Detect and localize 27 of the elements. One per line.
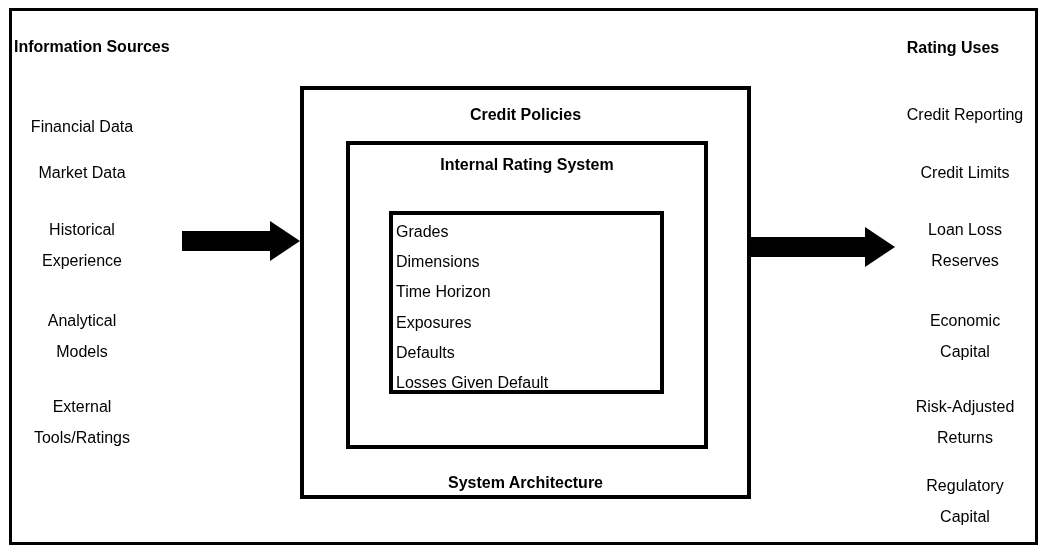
component-box [389, 211, 664, 394]
list-item: Losses Given Default [396, 373, 550, 393]
list-item: Grades [396, 222, 450, 242]
column-heading: Rating Uses [905, 38, 1001, 58]
list-item: Credit Reporting [905, 104, 1025, 125]
list-item: Loan Loss Reserves [927, 219, 1003, 271]
box-title: Credit Policies [469, 105, 582, 125]
list-item: Regulatory Capital [925, 475, 1005, 527]
list-item: Analytical Models [46, 310, 118, 362]
list-item: Exposures [396, 312, 473, 333]
list-item: Financial Data [29, 116, 135, 137]
list-item: Time Horizon [396, 282, 492, 303]
list-item: Defaults [396, 342, 456, 363]
box-title: System Architecture [448, 473, 603, 493]
block-arrow [751, 227, 895, 267]
list-item: Risk-Adjusted Returns [914, 396, 1016, 448]
list-item: Historical Experience [40, 219, 123, 271]
box-title: Internal Rating System [440, 155, 614, 175]
nested-box [346, 141, 708, 449]
block-arrow [182, 221, 300, 261]
list-item: Dimensions [396, 252, 481, 273]
list-item: Economic Capital [928, 310, 1002, 362]
list-item: Credit Limits [919, 162, 1011, 183]
nested-box [300, 86, 751, 499]
list-item: External Tools/Ratings [32, 396, 131, 448]
list-item: Market Data [37, 162, 127, 183]
column-heading: Information Sources [14, 37, 170, 57]
